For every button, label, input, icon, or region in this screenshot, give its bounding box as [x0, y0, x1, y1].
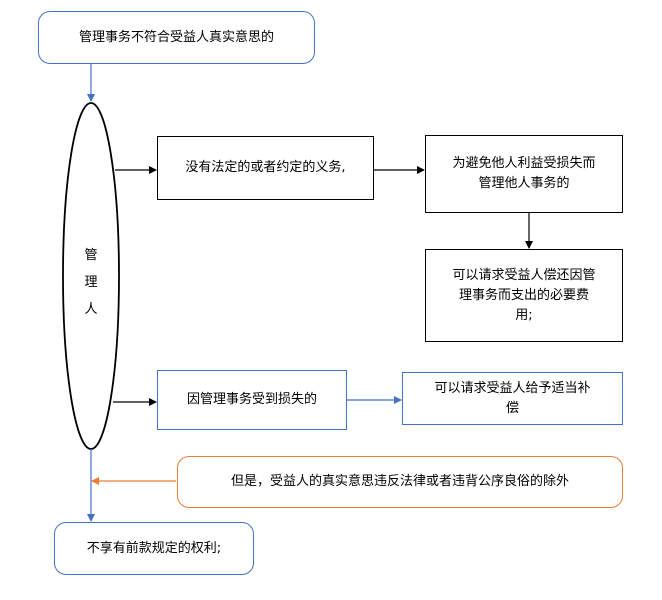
no-rights-text: 不享有前款规定的权利; — [86, 540, 222, 556]
exception-node: 但是，受益人的真实意思违反法律或者违背公序良俗的除外 — [177, 456, 623, 508]
manager-label: 管 理 人 — [84, 248, 98, 317]
claim-expenses-node: 可以请求受益人偿还因管 理事务而支出的必要费 用; — [425, 249, 623, 342]
claim-expenses-text: 可以请求受益人偿还因管 理事务而支出的必要费 用; — [452, 267, 596, 323]
start-node-text: 管理事务不符合受益人真实意思的 — [78, 29, 274, 45]
suffered-loss-node: 因管理事务受到损失的 — [157, 370, 347, 430]
exception-text: 但是，受益人的真实意思违反法律或者违背公序良俗的除外 — [230, 474, 569, 489]
no-duty-node: 没有法定的或者约定的义务, — [157, 136, 374, 200]
start-node: 管理事务不符合受益人真实意思的 — [38, 11, 315, 64]
avoid-loss-text: 为避免他人利益受损失而 管理他人事务的 — [452, 156, 596, 191]
no-duty-text: 没有法定的或者约定的义务, — [185, 160, 346, 175]
no-rights-node: 不享有前款规定的权利; — [54, 522, 254, 575]
avoid-loss-node: 为避免他人利益受损失而 管理他人事务的 — [425, 135, 623, 213]
suffered-loss-text: 因管理事务受到损失的 — [186, 392, 317, 407]
claim-compensation-node: 可以请求受益人给予适当补 偿 — [402, 372, 623, 425]
claim-compensation-text: 可以请求受益人给予适当补 偿 — [434, 380, 591, 416]
